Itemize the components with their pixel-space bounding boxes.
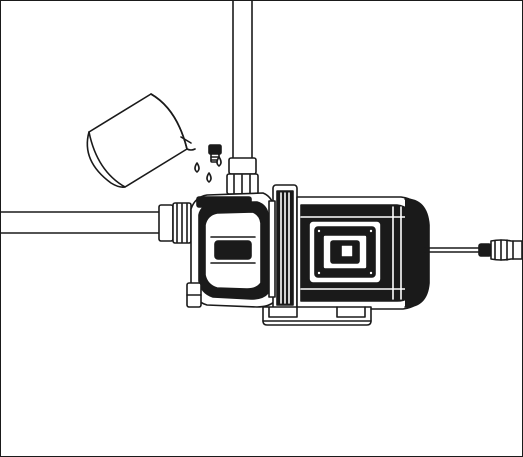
pump-base (262, 306, 372, 326)
priming-plug-icon (208, 144, 222, 163)
pump-housing (186, 192, 276, 308)
water-drop-icon (194, 156, 222, 183)
screwdriver-icon (424, 239, 522, 261)
measuring-jug-icon (86, 93, 196, 188)
suction-pipe (1, 211, 162, 234)
suction-connector (158, 202, 192, 244)
discharge-pipe (232, 1, 253, 160)
terminal-box (308, 220, 382, 284)
motor-flange (268, 184, 298, 312)
discharge-connector (226, 157, 259, 195)
